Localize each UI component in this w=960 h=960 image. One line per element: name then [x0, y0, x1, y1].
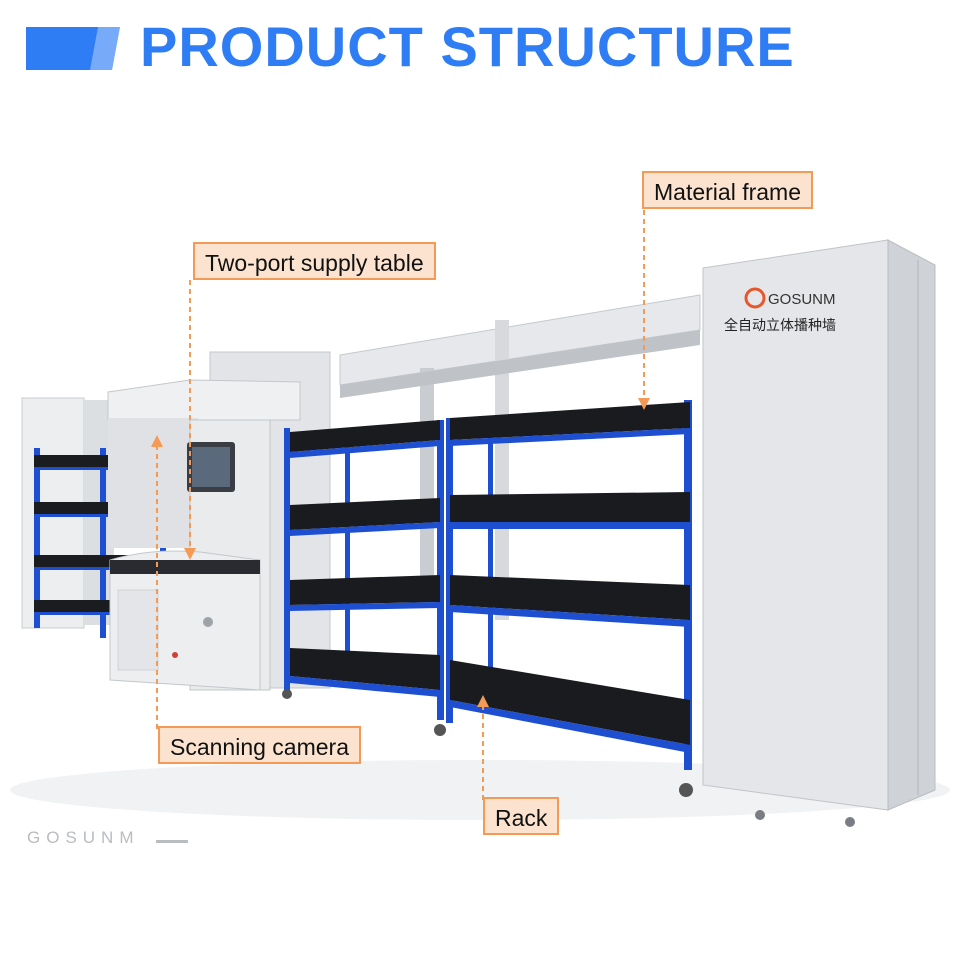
- cabinet-label-text: 全自动立体播种墙: [724, 317, 836, 334]
- page-title: PRODUCT STRUCTURE: [140, 15, 795, 78]
- right-cabinet: [702, 239, 936, 827]
- callout-rack: Rack: [483, 797, 560, 835]
- arrowhead-rack: [477, 695, 489, 707]
- callout-scanning-camera: Scanning camera: [158, 726, 361, 764]
- callout-material-frame: Material frame: [642, 171, 813, 209]
- top-gantry: [339, 294, 701, 620]
- callout-arrowheads: [151, 398, 650, 707]
- cabinet-brand-text: GOSUNM: [768, 291, 836, 308]
- arrowhead-supply-table: [184, 548, 196, 560]
- main-rack: [282, 400, 693, 797]
- callout-leaders: [156, 210, 645, 800]
- callout-two-port-supply-table: Two-port supply table: [193, 242, 436, 280]
- header-parallelogram-mark: [26, 27, 120, 70]
- left-small-rack: [21, 397, 166, 640]
- arrowhead-scanning-camera: [151, 435, 163, 447]
- arrowhead-material-frame: [638, 398, 650, 410]
- watermark-text: GOSUNM: [27, 828, 140, 847]
- watermark-line: [156, 840, 188, 843]
- supply-station: [107, 351, 331, 691]
